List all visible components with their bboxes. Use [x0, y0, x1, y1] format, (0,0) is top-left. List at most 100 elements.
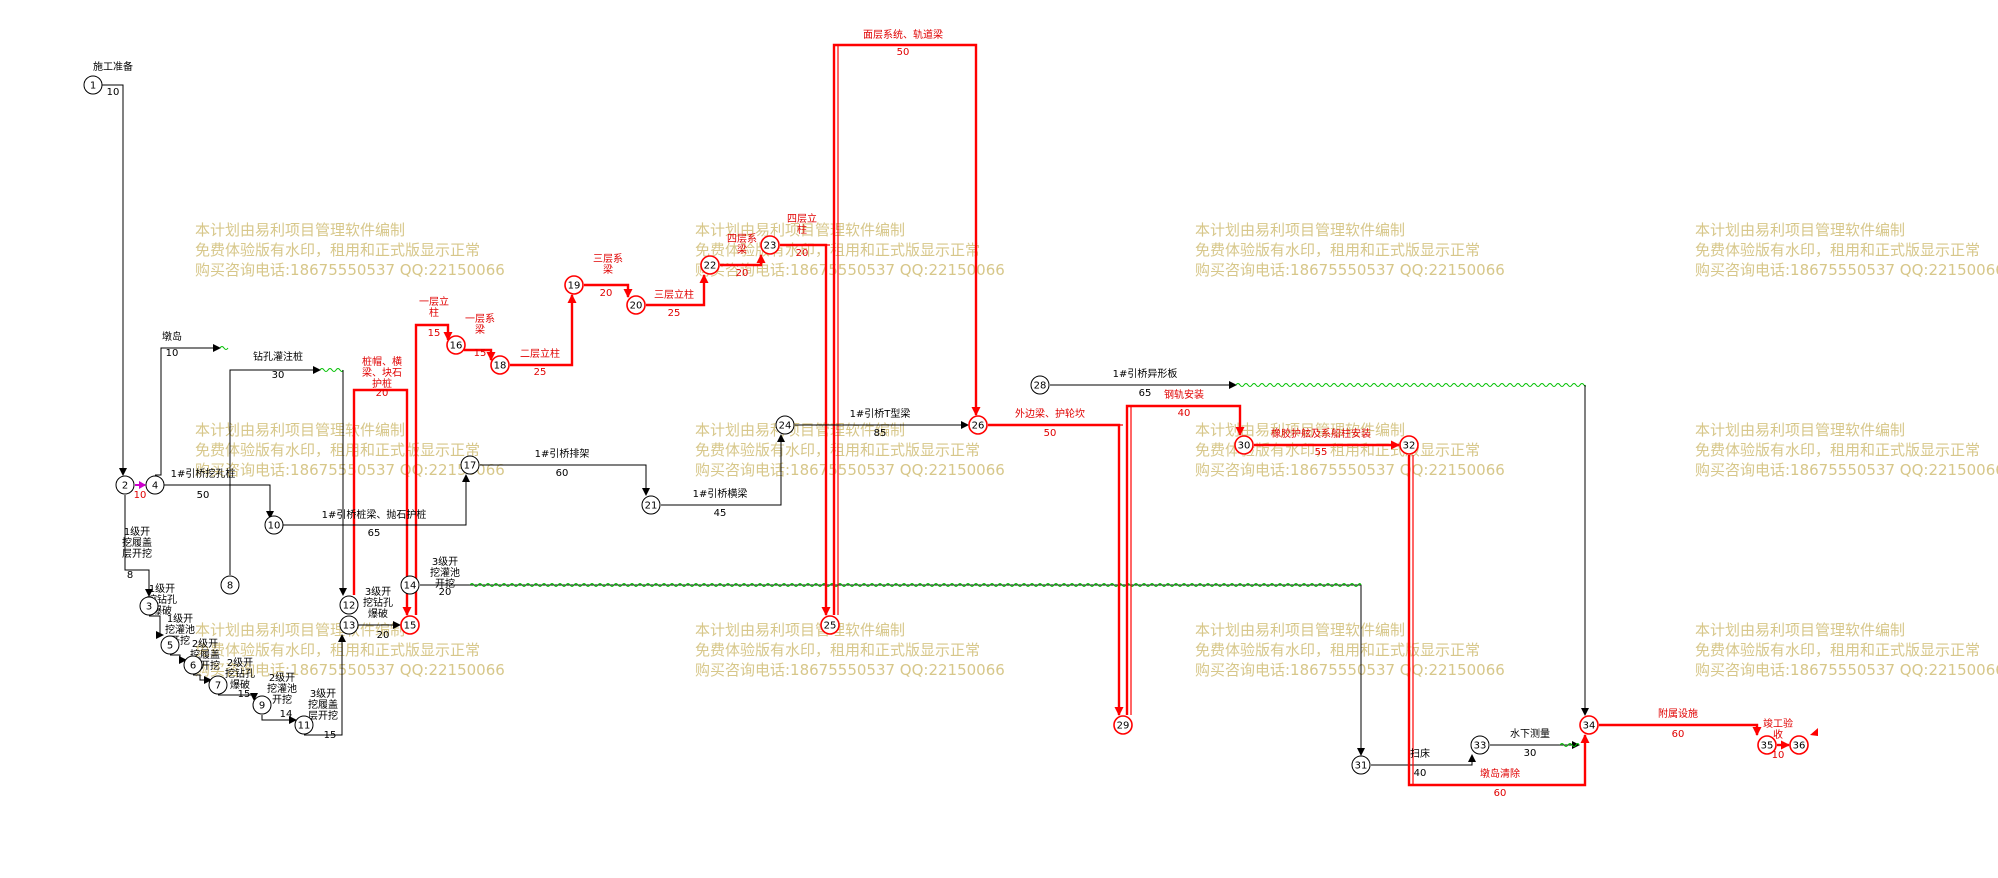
activity-duration: 14	[280, 709, 293, 720]
event-node-number: 8	[227, 581, 233, 592]
activity-arrow	[218, 693, 258, 701]
activity-duration: 50	[1044, 428, 1057, 439]
activity-name: 四层立柱	[787, 212, 817, 236]
activity-name: 钢轨安装	[1164, 388, 1204, 401]
activity-name: 扫床	[1410, 747, 1430, 760]
activity-arrow	[93, 84, 127, 476]
activity-arrow	[1371, 754, 1476, 766]
activity-name: 1#引桥排架	[535, 447, 590, 460]
activity-a28	[1050, 381, 1589, 716]
watermark-text: 免费体验版有水印，租用和正式版显示正常	[195, 441, 480, 459]
event-node-number: 21	[645, 501, 658, 512]
event-node-number: 36	[1793, 741, 1806, 752]
activity-arrow	[155, 344, 221, 476]
watermark-text: 购买咨询电话:18675550537 QQ:22150066	[1195, 261, 1505, 279]
watermark-text: 本计划由易利项目管理软件编制	[695, 621, 905, 639]
event-node-33: 33	[1470, 735, 1490, 755]
watermark-text: 免费体验版有水印，租用和正式版显示正常	[195, 241, 480, 259]
free-float-line	[1559, 743, 1580, 747]
activity-name: 一层立柱	[419, 295, 449, 319]
event-node-19: 19	[564, 275, 584, 295]
event-node-number: 30	[1238, 441, 1251, 452]
watermark-text: 本计划由易利项目管理软件编制	[1195, 621, 1405, 639]
activity-duration: 20	[377, 630, 390, 641]
event-node-34: 34	[1579, 715, 1599, 735]
activity-a32	[1490, 741, 1580, 749]
activity-arrow	[193, 674, 212, 684]
activity-duration: 25	[668, 308, 681, 319]
event-node-number: 3	[146, 602, 152, 613]
activity-name: 面层系统、轨道梁	[863, 28, 943, 41]
activity-arrow	[155, 484, 274, 519]
activity-duration: 20	[600, 288, 613, 299]
activity-duration: 20	[736, 268, 749, 279]
event-node-number: 28	[1034, 381, 1047, 392]
activity-a23	[274, 474, 470, 526]
activity-a9	[218, 693, 258, 701]
event-nodes: 1234567891011121314151617181920212223242…	[83, 75, 1809, 775]
event-node-12: 12	[339, 595, 359, 615]
event-node-number: 4	[152, 481, 158, 492]
activity-duration: 15	[238, 689, 251, 700]
event-node-number: 2	[122, 481, 128, 492]
event-node-14: 14	[400, 575, 420, 595]
activity-duration: 60	[1494, 788, 1507, 799]
activity-a1	[93, 84, 127, 476]
activity-arrow	[480, 464, 650, 496]
event-node-3: 3	[139, 596, 159, 616]
watermark-text: 免费体验版有水印，租用和正式版显示正常	[695, 641, 980, 659]
event-node-7: 7	[208, 675, 228, 695]
activity-name: 2级开挖钻孔爆破	[225, 657, 255, 691]
event-node-35: 35	[1757, 735, 1777, 755]
activity-name: 3级开挖灌池开挖	[430, 556, 460, 590]
activity-name: 1#引桥横梁	[693, 487, 748, 500]
activity-arrow	[124, 495, 153, 597]
event-node-number: 13	[343, 621, 356, 632]
event-node-30: 30	[1234, 435, 1254, 455]
activity-duration: 10	[107, 87, 120, 98]
activity-duration: 85	[874, 428, 887, 439]
watermark-text: 购买咨询电话:18675550537 QQ:22150066	[695, 661, 1005, 679]
activity-duration: 40	[1178, 408, 1191, 419]
activity-a5	[124, 495, 153, 597]
activity-name: 1#引桥异形板	[1113, 367, 1178, 380]
activity-duration: 60	[556, 468, 569, 479]
activity-duration: 60	[1672, 729, 1685, 740]
watermark-text: 本计划由易利项目管理软件编制	[695, 221, 905, 239]
event-node-32: 32	[1399, 435, 1419, 455]
event-node-number: 16	[450, 341, 463, 352]
event-node-number: 25	[824, 621, 837, 632]
activity-arrow	[464, 348, 496, 361]
activity-name: 墩岛	[162, 330, 182, 343]
activity-a6	[149, 615, 164, 639]
event-node-number: 33	[1474, 741, 1487, 752]
activity-name: 1#引桥T型梁	[850, 407, 911, 420]
activity-a25	[661, 434, 785, 506]
event-node-number: 5	[167, 641, 173, 652]
event-node-8: 8	[220, 575, 240, 595]
activity-arrow	[170, 654, 187, 664]
activity-duration: 30	[272, 370, 285, 381]
event-node-number: 17	[464, 461, 477, 472]
activity-a15	[414, 323, 453, 615]
event-node-36: 36	[1789, 735, 1809, 755]
activity-name: 桩帽、横梁、块石护桩	[362, 355, 402, 390]
event-node-24: 24	[775, 415, 795, 435]
watermark-layer: 本计划由易利项目管理软件编制免费体验版有水印，租用和正式版显示正常购买咨询电话:…	[195, 221, 1998, 679]
watermark-text: 购买咨询电话:18675550537 QQ:22150066	[1695, 261, 1998, 279]
activity-a29	[1125, 404, 1245, 715]
activity-duration: 20	[439, 587, 452, 598]
activity-a13	[420, 583, 1365, 756]
watermark-text: 购买咨询电话:18675550537 QQ:22150066	[1195, 661, 1505, 679]
activity-arrow	[261, 715, 297, 724]
activity-duration: 45	[714, 508, 727, 519]
event-node-15: 15	[400, 615, 420, 635]
activity-arrow	[304, 634, 346, 736]
activity-name: 1#引桥桩梁、抛石护桩	[322, 508, 427, 521]
activity-duration: 20	[796, 248, 809, 259]
free-float-line	[1235, 383, 1586, 387]
event-node-23: 23	[760, 235, 780, 255]
watermark-text: 免费体验版有水印，租用和正式版显示正常	[1695, 641, 1980, 659]
event-node-5: 5	[160, 635, 180, 655]
